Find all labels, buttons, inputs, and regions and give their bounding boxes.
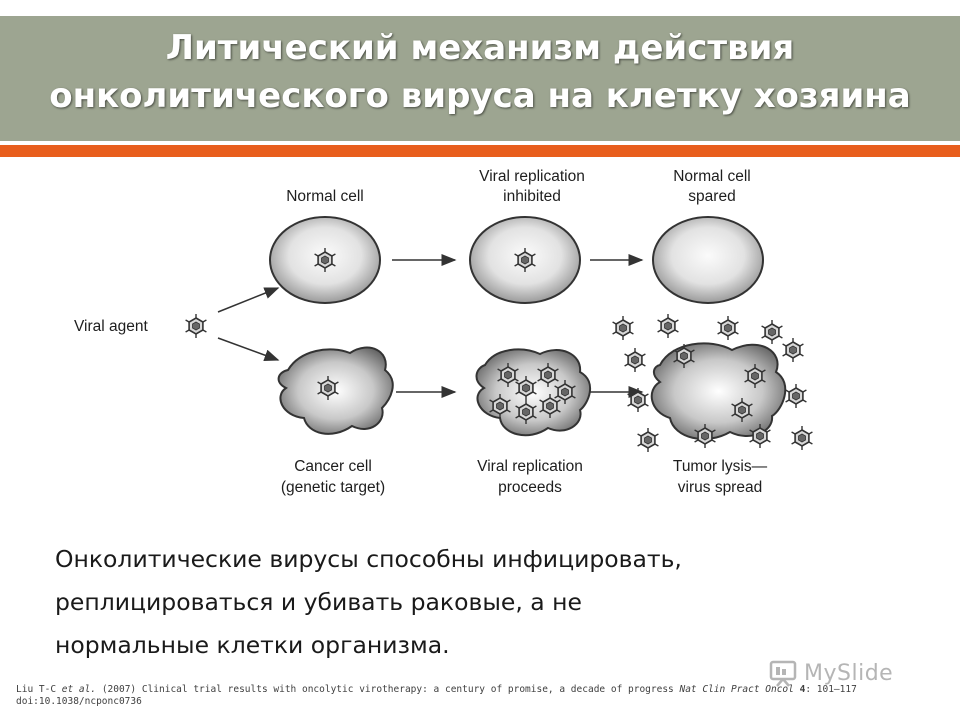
- label-viral-agent: Viral agent: [74, 318, 149, 335]
- label-cancer-cell-1: Cancer cell: [294, 458, 372, 475]
- slide-title: Литический механизм действия онколитичес…: [0, 24, 960, 120]
- virus-icon: [611, 315, 635, 341]
- logo-text: MySlide: [804, 660, 894, 686]
- label-replication-inhibited-2: inhibited: [503, 188, 561, 205]
- arrow-to-cancer: [217, 337, 280, 361]
- presentation-board-icon: [769, 660, 797, 687]
- label-normal-cell: Normal cell: [286, 188, 364, 205]
- virus-icon: [781, 337, 805, 363]
- citation-volume: 4: [793, 684, 806, 695]
- watermark-logo: MySlide: [768, 656, 938, 690]
- virus-icon: [790, 425, 814, 451]
- citation-doi: doi:10.1038/ncponc0736: [16, 696, 142, 707]
- body-line-3: нормальные клетки организма.: [55, 631, 450, 659]
- virus-icon: [636, 427, 660, 453]
- label-replication-proceeds-1: Viral replication: [477, 458, 583, 475]
- normal-cell-spared: [652, 216, 764, 304]
- arrow-to-normal: [217, 287, 280, 313]
- virus-icon: [716, 315, 740, 341]
- citation-journal: Nat Clin Pract Oncol: [679, 684, 794, 695]
- slide-body-text: Онколитические вирусы способны инфициров…: [55, 538, 935, 667]
- citation-title: (2007) Clinical trial results with oncol…: [96, 684, 680, 695]
- accent-divider: [0, 145, 960, 157]
- virus-icon: [784, 383, 808, 409]
- virus-icon: [760, 319, 784, 345]
- citation-pages: : 101–117: [805, 684, 857, 695]
- slide-title-line-2: онколитического вируса на клетку хозяина: [49, 76, 911, 116]
- slide-title-line-1: Литический механизм действия: [165, 28, 795, 68]
- cancer-cell: [277, 346, 394, 435]
- label-tumor-lysis-2: virus spread: [678, 479, 762, 496]
- citation: Liu T-C et al. (2007) Clinical trial res…: [16, 684, 876, 708]
- virus-icon: [184, 313, 208, 339]
- lysed-tumor-cell: [650, 342, 787, 440]
- label-normal-spared-1: Normal cell: [673, 168, 751, 185]
- label-replication-inhibited-1: Viral replication: [479, 168, 585, 185]
- virus-icon: [623, 347, 647, 373]
- citation-authors: Liu T-C: [16, 684, 62, 695]
- label-normal-spared-2: spared: [688, 188, 735, 205]
- lytic-mechanism-diagram: Normal cell Viral replication inhibited …: [74, 168, 814, 496]
- title-bar: [0, 16, 960, 141]
- citation-etal: et al.: [61, 684, 97, 695]
- label-replication-proceeds-2: proceeds: [498, 479, 562, 496]
- label-cancer-cell-2: (genetic target): [281, 479, 385, 496]
- body-line-1: Онколитические вирусы способны инфициров…: [55, 545, 682, 573]
- body-line-2: реплицироваться и убивать раковые, а не: [55, 588, 582, 616]
- citation-line-1: Liu T-C et al. (2007) Clinical trial res…: [16, 684, 876, 696]
- label-tumor-lysis-1: Tumor lysis—: [673, 458, 768, 475]
- virus-icon: [656, 313, 680, 339]
